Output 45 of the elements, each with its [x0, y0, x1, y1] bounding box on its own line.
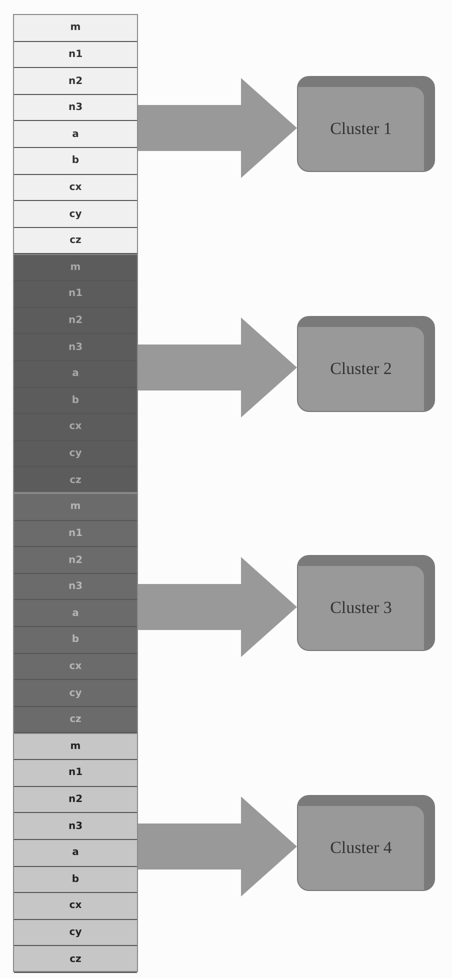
variable-cell: n2: [14, 786, 137, 814]
variable-cell: cx: [14, 893, 137, 920]
variable-cell: n3: [14, 813, 137, 840]
variable-cell: a: [14, 360, 137, 388]
variable-cell: m: [14, 494, 137, 521]
variable-cell: n1: [14, 281, 137, 308]
variable-cell: b: [14, 627, 137, 654]
data-block: [13, 254, 138, 493]
data-block: [13, 14, 138, 254]
block-arrow: [138, 796, 297, 896]
variable-cell: n2: [14, 68, 137, 95]
variable-cell: a: [14, 121, 137, 148]
variable-cell: n3: [14, 94, 137, 122]
variable-cell: cy: [14, 440, 137, 468]
variable-cell: n1: [14, 760, 137, 787]
cluster-box: Cluster 4: [297, 794, 435, 890]
variable-cell: n3: [14, 334, 137, 361]
variable-cell: n3: [14, 574, 137, 600]
block-arrow: [138, 557, 297, 657]
cluster-box: Cluster 3: [297, 555, 435, 651]
cluster-box: Cluster 1: [297, 76, 435, 172]
block-arrow: [138, 78, 297, 178]
variable-cell: m: [14, 734, 137, 760]
variable-cell: n2: [14, 308, 137, 334]
data-block: [13, 493, 138, 732]
variable-cell: b: [14, 388, 137, 414]
variable-cell: cx: [14, 654, 137, 680]
variable-cell: b: [14, 148, 137, 175]
variable-cell: b: [14, 866, 137, 894]
variable-cell: m: [14, 15, 137, 42]
variable-cell: cy: [14, 920, 137, 946]
variable-cell: a: [14, 600, 137, 628]
block-arrow: [138, 318, 297, 418]
variable-cell: cy: [14, 201, 137, 228]
variable-cell: n1: [14, 520, 137, 548]
data-block: [13, 732, 138, 972]
variable-cell: m: [14, 254, 137, 282]
variable-cell: cx: [14, 414, 137, 441]
cluster-box: Cluster 2: [297, 316, 435, 412]
variable-cell: n2: [14, 547, 137, 574]
variable-cell: cy: [14, 680, 137, 707]
variable-cell: n1: [14, 42, 137, 68]
variable-cell: a: [14, 840, 137, 867]
variable-cell: cx: [14, 174, 137, 202]
variable-cell: cz: [14, 946, 137, 973]
